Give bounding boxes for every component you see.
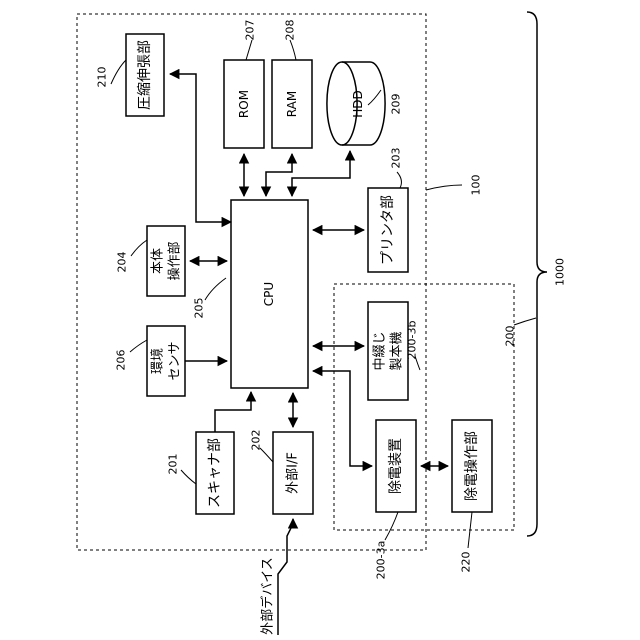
system-brace	[527, 12, 547, 536]
scanner-unit-label: スキャナ部	[207, 438, 223, 508]
ref-201: 201	[167, 454, 180, 475]
ref-204: 204	[116, 252, 129, 273]
ref-200-3a: 200-3a	[375, 541, 388, 580]
ref-207: 207	[244, 20, 257, 41]
body-operation-label-2: 操作部	[167, 241, 183, 280]
binding-machine-label-1: 中綴じ	[373, 331, 388, 370]
ref-200: 200	[504, 326, 517, 347]
ref-100: 100	[470, 175, 483, 196]
ref-205: 205	[193, 298, 206, 319]
static-eliminator-label: 除電装置	[388, 438, 404, 494]
rom-label: ROM	[237, 90, 251, 118]
ref-220: 220	[460, 552, 473, 573]
static-operation-label: 除電操作部	[464, 431, 480, 501]
printer-unit-label: プリンタ部	[380, 195, 396, 265]
hdd-label: HDD	[351, 90, 365, 118]
ram-label: RAM	[285, 91, 299, 117]
ref-200-3b: 200-3b	[406, 321, 419, 360]
cpu-label: CPU	[262, 282, 276, 306]
binding-machine-label-2: 製本機	[390, 331, 405, 370]
ref-1000: 1000	[554, 258, 567, 286]
env-sensor-label-2: センサ	[168, 341, 183, 380]
ref-202: 202	[250, 430, 263, 451]
env-sensor-label-1: 環境	[151, 348, 166, 374]
external-device-label: 外部デバイス	[260, 557, 276, 635]
ref-210: 210	[96, 67, 109, 88]
ref-208: 208	[284, 20, 297, 41]
ref-203: 203	[390, 148, 403, 169]
ref-206: 206	[115, 350, 128, 371]
ref-209: 209	[390, 94, 403, 115]
compression-unit-label: 圧縮伸張部	[137, 40, 153, 110]
body-operation-label-1: 本体	[151, 248, 166, 274]
external-if-label: 外部I/F	[286, 452, 301, 494]
